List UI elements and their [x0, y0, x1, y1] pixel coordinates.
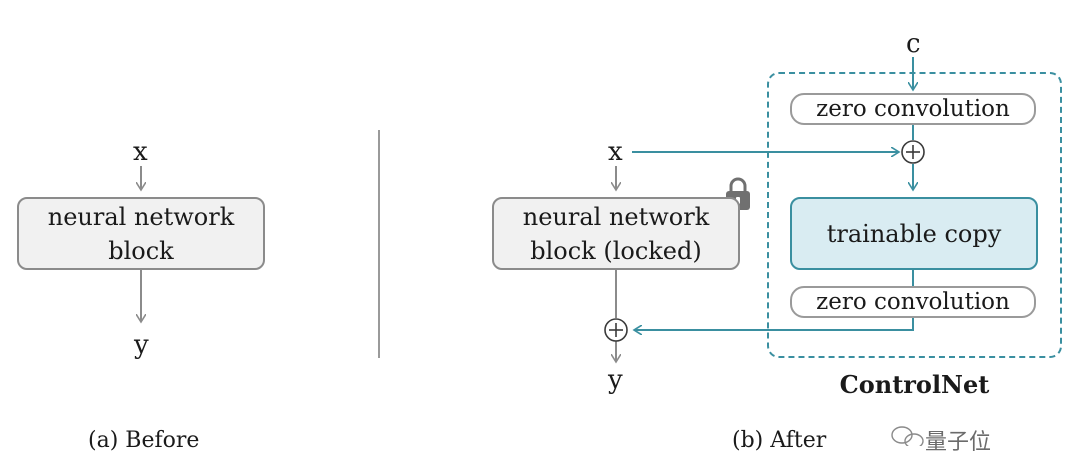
watermark-text: 量子位 [925, 430, 992, 455]
zero-conv-to-bottom-sum-arrow [634, 317, 914, 330]
neural-network-block: neural network block [17, 197, 265, 270]
zero-convolution-top: zero convolution [790, 93, 1036, 125]
left-caption: (a) Before [88, 428, 200, 453]
controlnet-container [767, 72, 1062, 358]
right-caption: (b) After [732, 428, 827, 453]
locked-neural-network-block: neural network block (locked) [492, 197, 740, 270]
zero-convolution-bottom: zero convolution [790, 286, 1036, 318]
diagram-connectors [0, 57, 925, 446]
right-input-x: x [608, 137, 623, 167]
right-output-y: y [608, 365, 623, 395]
wechat-icon [891, 426, 924, 446]
left-input-x: x [133, 137, 148, 167]
bottom-sum-node [604, 318, 628, 342]
condition-c: c [906, 29, 921, 59]
top-sum-node [901, 140, 925, 164]
left-output-y: y [134, 330, 149, 360]
diagram-canvas: x neural network block y (a) Before x c … [0, 29, 1062, 455]
controlnet-title: ControlNet [839, 370, 990, 399]
trainable-copy-block: trainable copy [790, 197, 1038, 270]
